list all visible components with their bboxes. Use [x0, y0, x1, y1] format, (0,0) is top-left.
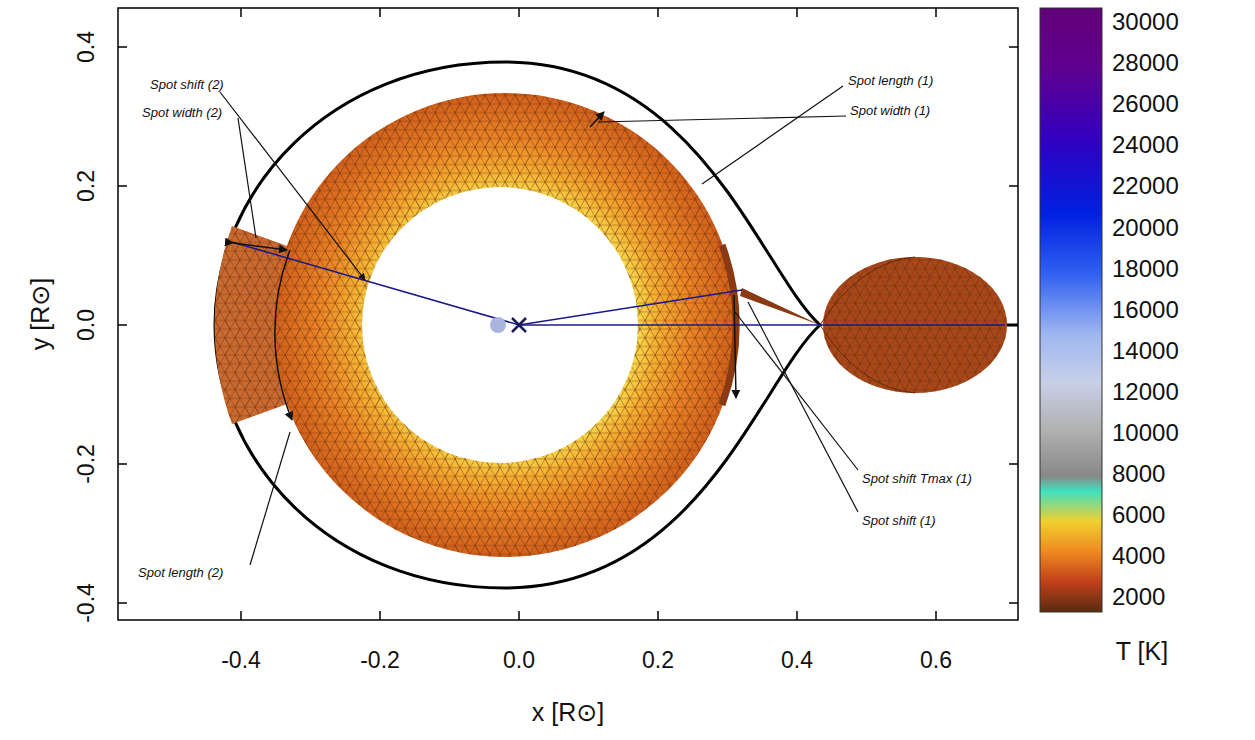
annotation: Spot length (1) [848, 74, 933, 87]
annotation: Spot shift Tmax (1) [862, 472, 972, 485]
colorbar-tick-label: 12000 [1112, 380, 1179, 404]
colorbar-tick-label: 26000 [1112, 92, 1179, 116]
axis-tick-label: 0.2 [642, 649, 674, 672]
colorbar-tick-label: 16000 [1112, 298, 1179, 322]
tick-mark [935, 611, 937, 620]
tick-mark [796, 611, 798, 620]
axis-tick-label: 0.6 [920, 649, 952, 672]
axis-title: y [R⊙] [28, 278, 53, 350]
annotation: Spot width (1) [850, 104, 930, 117]
axis-tick-label: 0.2 [75, 170, 98, 202]
colorbar-tick-label: 2000 [1112, 585, 1165, 609]
tick-mark [657, 611, 659, 620]
tick-mark [118, 324, 127, 326]
tick-mark [657, 8, 659, 17]
axis-tick-label: -0.4 [221, 649, 261, 672]
colorbar-tick-label: 4000 [1112, 544, 1165, 568]
colorbar-title: T [K] [1116, 639, 1168, 664]
tick-mark [518, 611, 520, 620]
colorbar-tick-label: 20000 [1112, 216, 1179, 240]
tick-mark [518, 8, 520, 17]
tick-mark [1009, 324, 1018, 326]
tick-mark [240, 8, 242, 17]
axis-tick-label: -0.4 [75, 583, 98, 623]
tick-mark [118, 46, 127, 48]
colorbar-tick-label: 30000 [1112, 10, 1179, 34]
axis-tick-label: 0.0 [503, 649, 535, 672]
tick-mark [118, 463, 127, 465]
axis-tick-label: 0.4 [75, 31, 98, 63]
tick-mark [1009, 46, 1018, 48]
annotation: Spot shift (1) [862, 514, 936, 527]
colorbar-tick-label: 6000 [1112, 503, 1165, 527]
colorbar-tick-label: 28000 [1112, 51, 1179, 75]
colorbar-tick-label: 10000 [1112, 421, 1179, 445]
colorbar-tick-label: 14000 [1112, 339, 1179, 363]
annotation: Spot shift (2) [150, 78, 224, 91]
colorbar-tick-label: 8000 [1112, 462, 1165, 486]
axis-tick-label: 0.4 [781, 649, 813, 672]
tick-mark [1009, 185, 1018, 187]
annotation: Spot length (2) [138, 566, 223, 579]
tick-mark [379, 611, 381, 620]
tick-mark [1009, 602, 1018, 604]
axis-tick-label: -0.2 [360, 649, 400, 672]
tick-mark [240, 611, 242, 620]
colorbar-tick-label: 24000 [1112, 133, 1179, 157]
colorbar-tick-label: 22000 [1112, 174, 1179, 198]
tick-mark [118, 185, 127, 187]
colorbar-tick-label: 18000 [1112, 257, 1179, 281]
tick-mark [1009, 463, 1018, 465]
tick-mark [379, 8, 381, 17]
axis-title: x [R⊙] [532, 700, 604, 725]
annotation: Spot width (2) [142, 106, 222, 119]
tick-mark [118, 602, 127, 604]
axis-tick-label: 0.0 [75, 309, 98, 341]
tick-mark [796, 8, 798, 17]
axis-tick-label: -0.2 [75, 444, 98, 484]
tick-mark [935, 8, 937, 17]
